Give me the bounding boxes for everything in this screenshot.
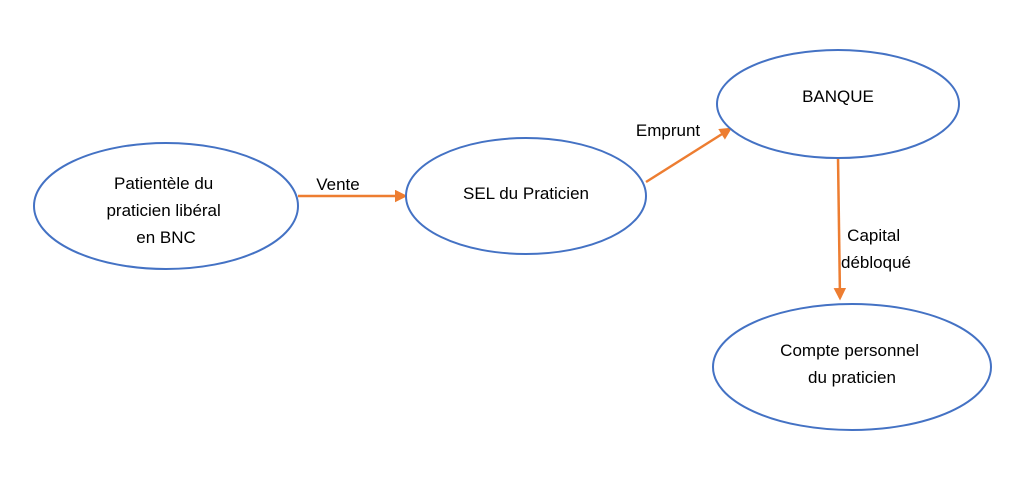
- compte-label: Compte personnel du praticien: [780, 341, 924, 387]
- edge-vente: Vente: [298, 175, 408, 203]
- edge-emprunt: Emprunt: [636, 121, 733, 184]
- node-sel: SEL du Praticien: [405, 137, 647, 255]
- patientele-ellipse: [33, 142, 299, 270]
- emprunt-label: Emprunt: [636, 121, 701, 140]
- capital-label: Capital débloqué: [841, 226, 911, 272]
- emprunt-arrow: [645, 127, 733, 184]
- edge-capital: Capital débloqué: [833, 156, 911, 301]
- capital-arrow: [833, 156, 847, 301]
- sel-label: SEL du Praticien: [463, 184, 589, 203]
- patientele-label: Patientèle du praticien libéral en BNC: [106, 174, 225, 247]
- node-patientele: Patientèle du praticien libéral en BNC: [33, 142, 299, 270]
- sel-ellipse: [405, 137, 647, 255]
- node-banque: BANQUE: [716, 49, 960, 159]
- compte-ellipse: [712, 303, 992, 431]
- node-compte: Compte personnel du praticien: [712, 303, 992, 431]
- banque-ellipse: [716, 49, 960, 159]
- vente-label: Vente: [316, 175, 360, 194]
- banque-label: BANQUE: [802, 87, 874, 106]
